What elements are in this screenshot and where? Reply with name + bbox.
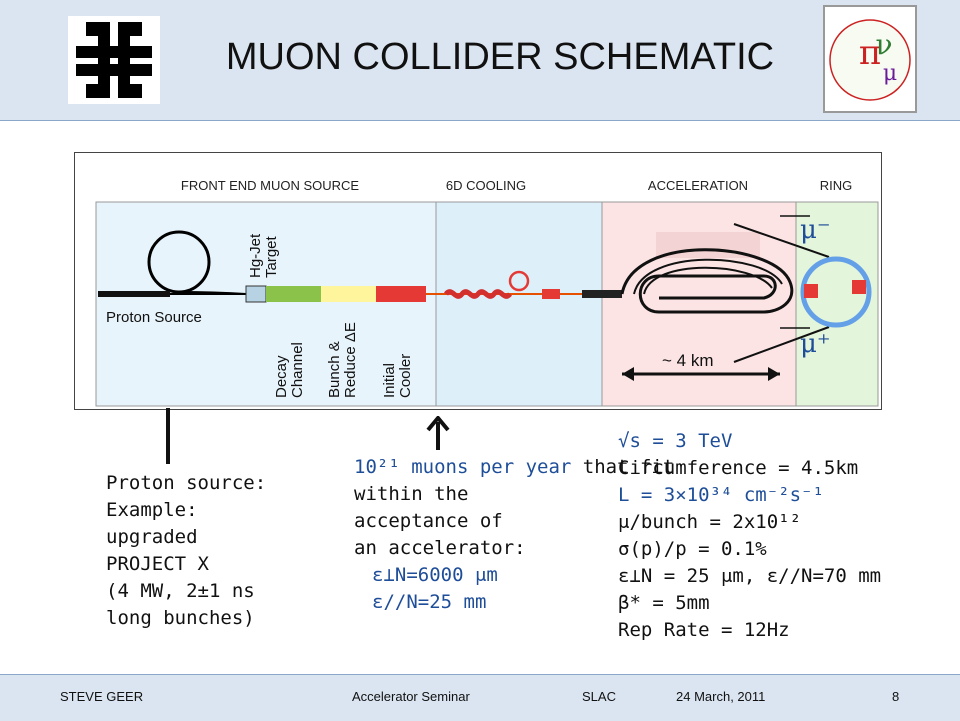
param-circumference: Circumference = 4.5km xyxy=(618,457,859,479)
param-momentum-spread: σ(p)/p = 0.1% xyxy=(618,538,767,560)
muon-note-line: acceptance of xyxy=(354,510,503,532)
footer-author: STEVE GEER xyxy=(60,689,144,704)
proton-source-label: Proton Source xyxy=(106,309,202,326)
param-mu-per-bunch: μ/bunch = 2x10¹² xyxy=(618,511,802,533)
svg-text:π: π xyxy=(859,33,881,73)
bunch-label-2: Reduce ΔE xyxy=(342,322,359,398)
proton-note-line: upgraded xyxy=(106,526,198,548)
svg-text:μ: μ xyxy=(883,61,897,86)
collider-ring xyxy=(800,256,872,328)
muon-note-line: within the xyxy=(354,483,469,505)
param-luminosity: L = 3×10³⁴ cm⁻²s⁻¹ xyxy=(618,484,824,506)
ring-detector-right xyxy=(852,280,866,294)
param-rep-rate: Rep Rate = 12Hz xyxy=(618,619,790,641)
section-label-cooling: 6D COOLING xyxy=(446,178,526,193)
param-beta-star: β* = 5mm xyxy=(618,592,710,614)
slide-title: MUON COLLIDER SCHEMATIC xyxy=(225,36,775,78)
decay-channel-box xyxy=(266,286,321,302)
proton-note-line: long bunches) xyxy=(106,607,255,629)
slide-footer: STEVE GEER Accelerator Seminar SLAC 24 M… xyxy=(0,674,960,721)
helical-cooling-channel xyxy=(444,289,512,299)
muon-accelerator-program-logo: π ν μ xyxy=(823,5,917,113)
proton-note-line: Example: xyxy=(106,499,198,521)
emittance-par: ε//N=25 mm xyxy=(372,591,487,613)
proton-note-line: Proton source: xyxy=(106,472,267,494)
proton-pointer-line xyxy=(166,408,170,464)
muon-rate-line: 10²¹ muons per year that fit xyxy=(354,454,674,481)
section-label-ring: RING xyxy=(820,178,853,193)
target-box xyxy=(245,285,267,303)
up-arrow-icon xyxy=(426,416,450,450)
initial-cooler-box xyxy=(376,286,426,302)
proton-note-line: (4 MW, 2±1 ns xyxy=(106,580,255,602)
mu-minus-label: μ⁻ xyxy=(800,215,831,245)
muon-note-line: an accelerator: xyxy=(354,537,526,559)
cooling-ring xyxy=(508,270,530,292)
param-energy: √s = 3 TeV xyxy=(618,430,733,452)
decay-label-1: Decay xyxy=(273,355,290,398)
muon-rate-rest: that fit xyxy=(571,456,675,478)
bunch-box xyxy=(321,286,376,302)
footer-venue: SLAC xyxy=(582,689,616,704)
parameters-list: √s = 3 TeV Circumference = 4.5km L = 3×1… xyxy=(618,428,881,644)
cooling-final-box xyxy=(542,289,560,299)
linac-segment xyxy=(582,290,622,298)
proton-note-line: PROJECT X xyxy=(106,553,209,575)
muon-rate-highlight: 10²¹ muons per year xyxy=(354,456,572,478)
cooler-label-2: Cooler xyxy=(397,354,414,398)
footer-date: 24 March, 2011 xyxy=(676,689,766,704)
recirculating-linac xyxy=(620,248,794,314)
fermilab-logo xyxy=(68,16,160,104)
decay-label-2: Channel xyxy=(289,342,306,398)
collider-schematic: FRONT END MUON SOURCE 6D COOLING ACCELER… xyxy=(74,152,882,410)
ring-detector-left xyxy=(804,284,818,298)
cooler-label-1: Initial xyxy=(381,363,398,398)
target-label-1: Hg-Jet xyxy=(247,233,264,278)
bunch-label-1: Bunch & xyxy=(326,341,343,398)
footer-page-number: 8 xyxy=(892,689,900,704)
proton-source-note: Proton source: Example: upgraded PROJECT… xyxy=(106,470,266,632)
section-label-acceleration: ACCELERATION xyxy=(648,178,748,193)
distance-label: ~ 4 km xyxy=(662,351,714,370)
proton-linac xyxy=(98,291,170,297)
param-emittance: ε⊥N = 25 μm, ε//N=70 mm xyxy=(618,565,882,587)
mu-plus-label: μ⁺ xyxy=(800,329,831,359)
muon-rate-note: 10²¹ muons per year that fit within the … xyxy=(354,454,674,616)
section-label-front-end: FRONT END MUON SOURCE xyxy=(181,178,359,193)
svg-text:ν: ν xyxy=(875,28,892,61)
emittance-perp: ε⊥N=6000 μm xyxy=(372,564,498,586)
footer-event: Accelerator Seminar xyxy=(352,689,470,704)
slide-header: MUON COLLIDER SCHEMATIC π ν μ xyxy=(0,0,960,121)
target-label-2: Target xyxy=(263,235,280,278)
